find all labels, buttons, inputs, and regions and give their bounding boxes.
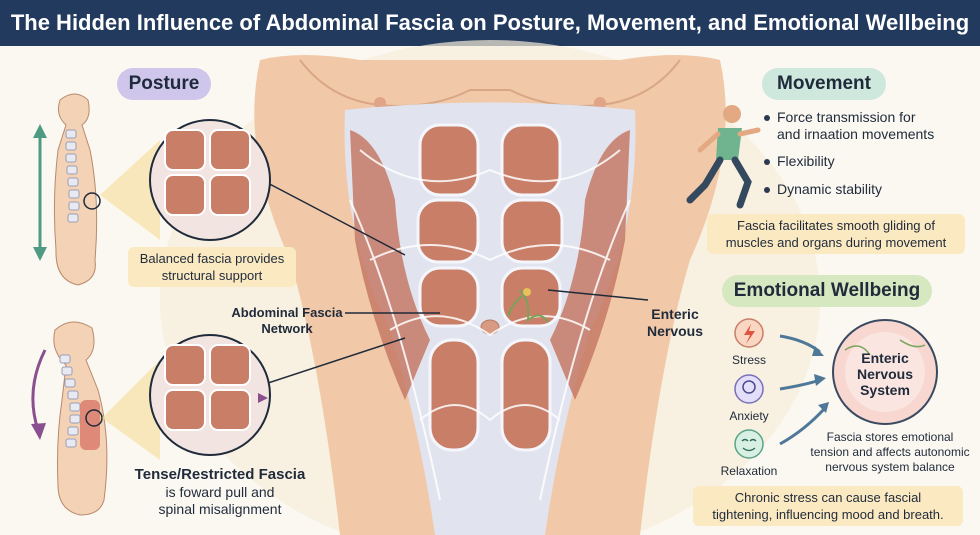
tense-fascia-line1: is foward pull and (165, 484, 275, 500)
movement-heading: Movement (762, 68, 886, 100)
movement-bullet-1: Force transmission for (777, 109, 916, 125)
enteric-line2: Nervous (646, 323, 704, 339)
stress-label: Stress (731, 353, 766, 367)
stores-line3: nervous system balance (825, 460, 955, 474)
movement-bullet-1b: and irnaation movements (777, 126, 935, 142)
fascia-network-line2: Network (261, 321, 313, 336)
movement-note: Fascia facilitates smooth gliding of mus… (707, 214, 965, 254)
anxiety-icon (734, 374, 764, 404)
relaxation-label: Relaxation (720, 464, 778, 478)
enteric-line1: Enteric (651, 306, 699, 322)
chronic-line1: Chronic stress can cause fascial (734, 490, 922, 505)
ens-label: Enteric Nervous System (835, 350, 935, 398)
ens-line1: Enteric (861, 350, 909, 366)
bullet-dot (764, 115, 770, 121)
chronic-line2: tightening, influencing mood and breath. (712, 507, 944, 522)
stores-line2: tension and affects autonomic (810, 445, 970, 459)
movement-note-line1: Fascia facilitates smooth gliding of (737, 218, 935, 233)
emotional-heading: Emotional Wellbeing (722, 275, 932, 307)
movement-bullet-3: Dynamic stability (777, 181, 883, 197)
slouched-figure (31, 321, 108, 516)
fascia-network-line1: Abdominal Fascia (231, 305, 343, 320)
relaxation-icon (734, 429, 764, 459)
page-title: The Hidden Influence of Abdominal Fascia… (0, 0, 980, 46)
balanced-fascia-note: Balanced fascia provides structural supp… (128, 247, 296, 287)
ens-line2: Nervous (856, 366, 914, 382)
upright-figure (33, 93, 101, 286)
runner-icon (686, 105, 761, 209)
anxiety-label: Anxiety (729, 409, 769, 423)
stores-line1: Fascia stores emotional (826, 430, 954, 444)
torso-illustration (254, 55, 726, 535)
balanced-fascia-text: Balanced fascia provides structural supp… (139, 251, 285, 283)
chronic-stress-note: Chronic stress can cause fascial tighten… (693, 486, 963, 526)
posture-heading: Posture (117, 68, 211, 100)
tense-fascia-line2: spinal misalignment (158, 501, 282, 517)
bullet-dot (764, 187, 770, 193)
fascia-network-label: Abdominal Fascia Network (222, 305, 352, 337)
ens-line3: System (860, 382, 910, 398)
movement-note-line2: muscles and organs during movement (725, 235, 947, 250)
enteric-nervous-label: Enteric Nervous (630, 306, 720, 340)
fascia-stores-text: Fascia stores emotional tension and affe… (800, 430, 980, 475)
tense-fascia-title: Tense/Restricted Fascia (134, 466, 306, 483)
movement-bullet-2: Flexibility (777, 153, 835, 169)
bullet-dot (764, 159, 770, 165)
